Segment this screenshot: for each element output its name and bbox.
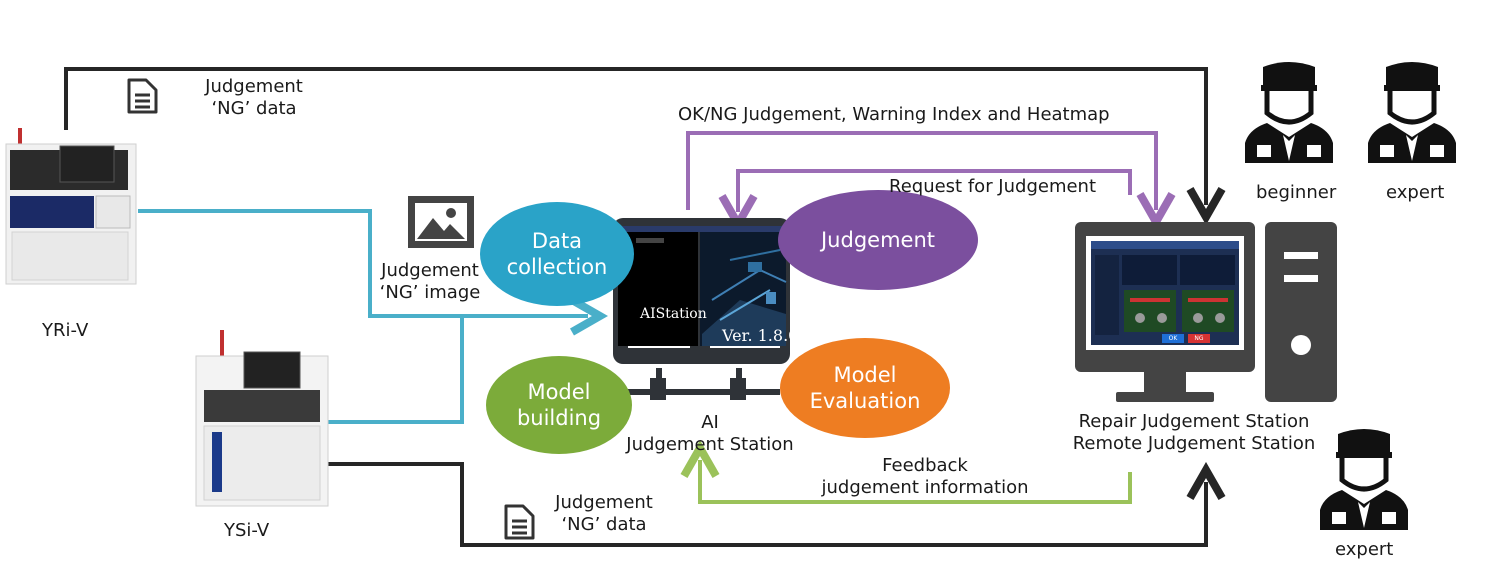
data-collection-line2: collection [506,255,608,279]
repair-station-label: Repair Judgement Station Remote Judgemen… [1052,411,1336,455]
network-connector [624,368,780,400]
pc-tower-icon [1265,222,1337,402]
ng-data-bottom-connector [328,462,1206,547]
expert-top-label: expert [1386,182,1445,203]
model-evaluation-bubble: Model Evaluation [780,338,950,438]
feedback-line2: judgement information [821,477,1029,498]
feedback-label: Feedback judgement information [810,455,1040,499]
ng-image-connector-ysi [328,316,464,424]
repair-station-monitor [1075,222,1255,402]
ng-image-line1: Judgement [381,260,479,281]
ng-image-connector-yri [138,209,588,316]
operator-icon [1368,62,1456,163]
ng-image-line2: ‘NG’ image [379,282,481,303]
expert-bottom-label: expert [1335,539,1394,560]
ok-ng-connector [686,131,1156,210]
ng-image-label: Judgement ‘NG’ image [372,260,488,304]
ai-station-monitor [613,218,790,364]
beginner-label: beginner [1256,182,1337,203]
judgement-line1: Judgement [820,228,935,252]
ai-station-version: Ver. 1.8.0 [722,326,799,345]
operator-icon [1245,62,1333,163]
request-label: Request for Judgement [889,176,1097,197]
ng-data-top-label: Judgement ‘NG’ data [196,76,312,120]
ng-data-top-line1: Judgement [205,76,303,97]
model-evaluation-line1: Model [833,363,897,387]
ysi-v-machine [195,330,329,507]
ysi-v-label: YSi-V [224,520,270,541]
ok-screen-button: OK [1168,335,1178,342]
ng-data-top-line2: ‘NG’ data [211,98,297,119]
ai-station-screen-title: AIStation [640,306,707,322]
feedback-connector [700,460,1132,504]
ng-data-bottom-line1: Judgement [555,492,653,513]
ai-station-label-line2: Judgement Station [626,434,794,455]
yri-v-label: YRi-V [42,320,89,341]
feedback-line1: Feedback [882,455,968,476]
ai-station-label-line1: AI [701,412,719,433]
image-icon [408,196,474,248]
repair-station-line2: Remote Judgement Station [1072,433,1316,454]
judgement-bubble: Judgement [778,190,978,290]
ng-screen-button: NG [1194,335,1204,342]
operator-icon [1320,429,1408,530]
document-icon [127,78,158,114]
data-collection-line1: Data [531,229,583,253]
repair-station-line1: Repair Judgement Station [1078,411,1310,432]
ok-ng-label: OK/NG Judgement, Warning Index and Heatm… [678,104,1110,125]
model-building-bubble: Model building [486,356,632,454]
ng-data-bottom-label: Judgement ‘NG’ data [546,492,662,536]
ai-station-label: AI Judgement Station [610,412,810,456]
model-building-line1: Model [527,380,591,404]
model-evaluation-line2: Evaluation [809,389,921,413]
ng-data-bottom-line2: ‘NG’ data [561,514,647,535]
request-connector [738,169,1132,212]
yri-v-machine [5,128,137,285]
document-icon [504,504,535,540]
ng-data-top-connector [64,67,1206,205]
data-collection-bubble: Data collection [480,202,634,306]
model-building-line2: building [516,406,602,430]
